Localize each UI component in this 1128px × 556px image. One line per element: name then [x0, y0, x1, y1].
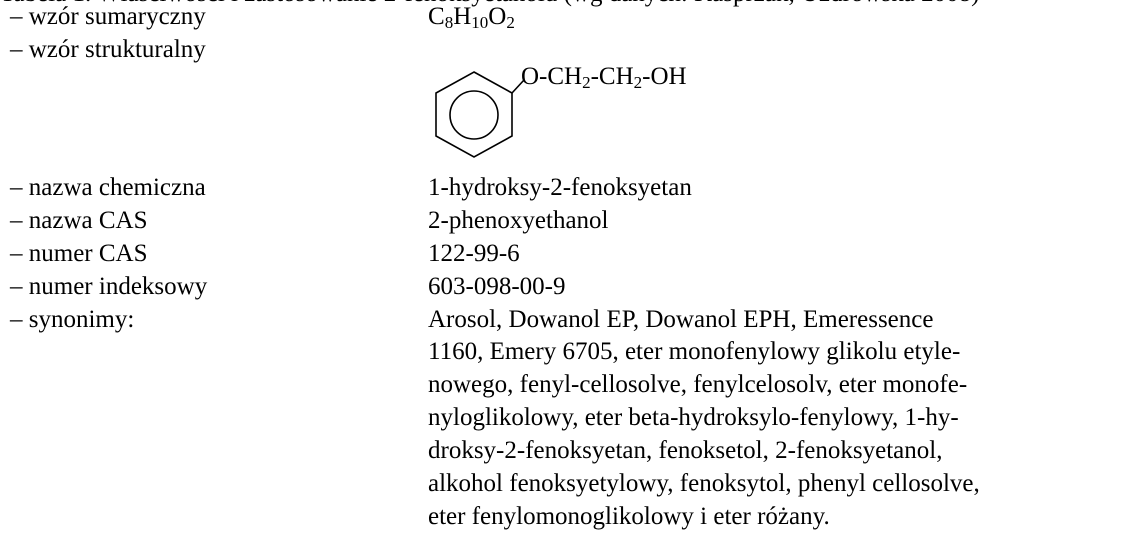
formula-carbon: C [428, 3, 445, 30]
benzene-ring-icon [435, 71, 525, 158]
synonyms-line-4: droksy-2-fenoksyetan, fenoksetol, 2-feno… [428, 437, 943, 464]
formula-carbon-count: 8 [444, 13, 454, 32]
synonyms-line-0: Arosol, Dowanol EP, Dowanol EPH, Emeress… [428, 306, 934, 333]
row-index-number: – numer indeksowy 603-098-00-9 [0, 270, 1128, 303]
formula-oxygen: O [488, 3, 507, 30]
chain-o-ch: O-CH [521, 63, 583, 90]
formula-oxygen-count: 2 [506, 13, 515, 32]
row-structural-formula: – wzór strukturalny [0, 33, 1128, 66]
cas-number-label: – numer CAS [10, 240, 148, 267]
side-chain-formula: O-CH2-CH2-OH [521, 60, 687, 93]
chain-ch: -CH [590, 63, 634, 90]
row-cas-number: – numer CAS 122-99-6 [0, 237, 1128, 270]
cas-number-value: 122-99-6 [428, 240, 520, 267]
summary-formula-label: – wzór sumaryczny [10, 3, 206, 30]
row-chemical-name: – nazwa chemiczna 1-hydroksy-2-fenoksyet… [0, 171, 1128, 204]
synonyms-line-2: nowego, fenyl-cellosolve, fenylcelosolv,… [428, 371, 968, 398]
clipped-top-line: Tabela 1. Właściwości i zastosowanie 2-f… [0, 0, 1128, 10]
synonyms-line-1: 1160, Emery 6705, eter monofenylowy glik… [428, 338, 961, 365]
synonyms-line-5: alkohol fenoksyetylowy, fenoksytol, phen… [428, 470, 980, 497]
cas-name-value: 2-phenoxyethanol [428, 207, 609, 234]
chain-ch2-a-count: 2 [582, 73, 591, 92]
synonyms-line-6: eter fenylomonoglikolowy i eter różany. [428, 503, 830, 530]
row-cas-name: – nazwa CAS 2-phenoxyethanol [0, 204, 1128, 237]
structural-formula-label: – wzór strukturalny [10, 36, 206, 63]
row-synonyms: – synonimy: Arosol, Dowanol EP, Dowanol … [0, 303, 1128, 336]
chemical-name-value: 1-hydroksy-2-fenoksyetan [428, 174, 692, 201]
chemical-name-label: – nazwa chemiczna [10, 174, 206, 201]
index-number-value: 603-098-00-9 [428, 273, 566, 300]
formula-hydrogen-count: 10 [471, 13, 489, 32]
chain-oh: -OH [642, 63, 687, 90]
formula-hydrogen: H [453, 3, 472, 30]
synonyms-line-3: nyloglikolowy, eter beta-hydroksylo-feny… [428, 404, 959, 431]
synonyms-label: – synonimy: [10, 306, 135, 333]
structural-formula-drawing: O-CH2-CH2-OH [428, 63, 848, 163]
cas-name-label: – nazwa CAS [10, 207, 148, 234]
chain-ch2-b-count: 2 [633, 73, 643, 92]
index-number-label: – numer indeksowy [10, 273, 208, 300]
synonyms-list: 1160, Emery 6705, eter monofenylowy glik… [428, 335, 1104, 533]
row-summary-formula: – wzór sumaryczny C8H10O2 [0, 0, 1128, 33]
summary-formula-value: C8H10O2 [428, 0, 515, 33]
